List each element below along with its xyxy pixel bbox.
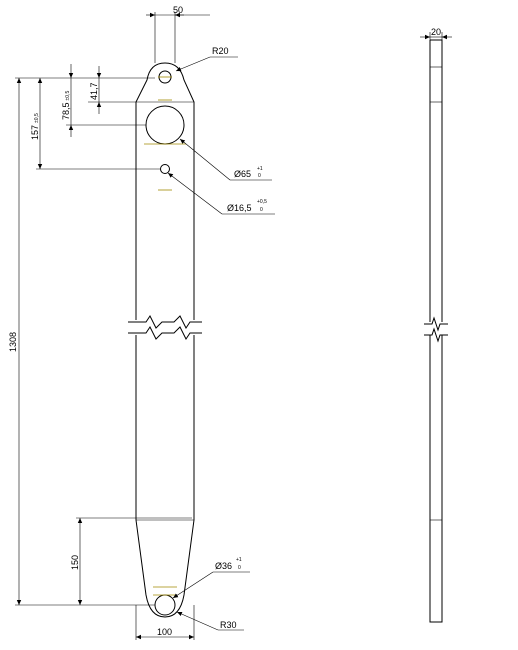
dim-41-label: 41,7 [89, 82, 99, 100]
front-view: 50 R20 Ø65 +1 0 Ø16,5 +0,5 0 Ø36 +1 0 R3 [8, 5, 275, 640]
d36-tol-upper: +1 [236, 557, 242, 563]
d16-leader [167, 172, 223, 215]
d36-leader [172, 571, 214, 599]
r30-label: R30 [220, 620, 237, 630]
bar-outline-left [135, 62, 195, 618]
side-break-bottom [424, 327, 448, 343]
d65-tol-lower: 0 [258, 173, 261, 179]
side-break-top [424, 316, 448, 332]
hole-bottom [154, 594, 176, 616]
r20-leader [175, 56, 211, 72]
side-view-outline [429, 39, 443, 623]
hole-small [160, 164, 170, 174]
d36-label: Ø36 [215, 561, 232, 571]
r20-label: R20 [212, 46, 229, 56]
d65-leader [179, 138, 231, 181]
dim-150-label: 150 [70, 555, 80, 570]
dim-78-label: 78,5±0,5 [61, 91, 71, 120]
d65-label: Ø65 [234, 169, 251, 179]
dim-157-label: 157±0,5 [30, 113, 40, 140]
dim-20-label: 20 [431, 27, 441, 37]
d16-tol-upper: +0,5 [257, 199, 267, 205]
r30-leader [176, 611, 219, 631]
side-view: 20 [420, 27, 452, 623]
dim-1308-label: 1308 [8, 332, 18, 352]
dim-100-label: 100 [157, 627, 172, 637]
d65-tol-upper: +1 [257, 166, 263, 172]
d36-tol-lower: 0 [238, 565, 241, 571]
hole-large [145, 105, 185, 145]
d16-label: Ø16,5 [227, 203, 252, 213]
dim-50-label: 50 [173, 5, 183, 15]
break-line-top [128, 315, 202, 329]
break-line-bottom [128, 326, 202, 340]
d16-tol-lower: 0 [260, 207, 263, 213]
